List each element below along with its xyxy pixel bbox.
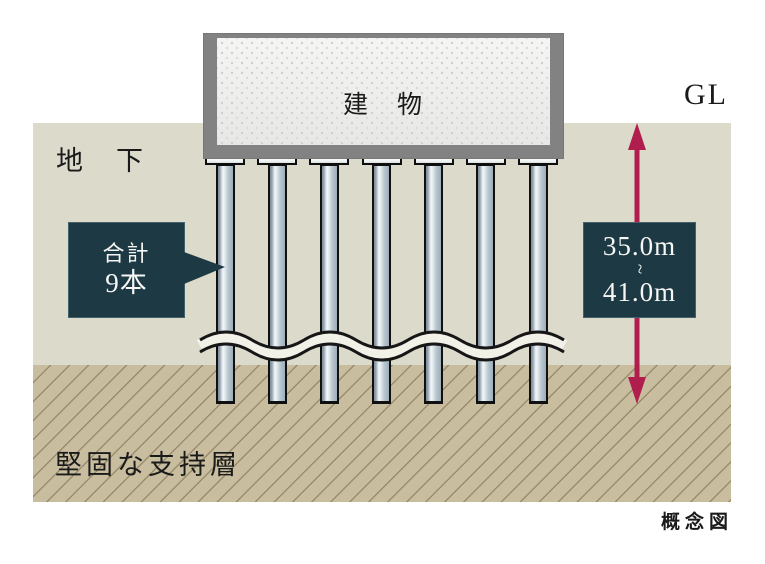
depth-measurement-box: 35.0m ~ 41.0m <box>583 222 696 318</box>
building: 建 物 <box>203 33 564 159</box>
pile-count-callout: 合計 9本 <box>68 222 225 318</box>
pile-count-callout-line2: 9本 <box>105 268 148 298</box>
depth-arrow-up-head <box>628 123 646 150</box>
depth-min: 35.0m <box>602 231 677 262</box>
pile-shaft <box>372 164 391 404</box>
pile-shaft <box>267 164 287 404</box>
pile-shaft <box>528 164 548 404</box>
building-label: 建 物 <box>342 91 424 119</box>
diagram-caption: 概念図 <box>661 512 734 533</box>
pile-shaft <box>424 164 444 404</box>
pile-shaft <box>476 164 496 404</box>
ground-level-label: GL <box>684 78 728 111</box>
pile-count-callout-line1: 合計 <box>102 240 151 266</box>
pile-shaft <box>215 164 235 404</box>
break-wave-line <box>196 330 568 362</box>
underground-label: 地 下 <box>56 146 146 176</box>
depth-arrow-down-head <box>628 377 646 404</box>
callout-pointer <box>184 252 225 284</box>
support-layer-label: 堅固な支持層 <box>55 450 241 480</box>
pile-shaft <box>319 164 339 404</box>
building-body: 建 物 <box>217 38 550 145</box>
depth-separator: ~ <box>629 263 651 275</box>
depth-max: 41.0m <box>602 277 677 307</box>
